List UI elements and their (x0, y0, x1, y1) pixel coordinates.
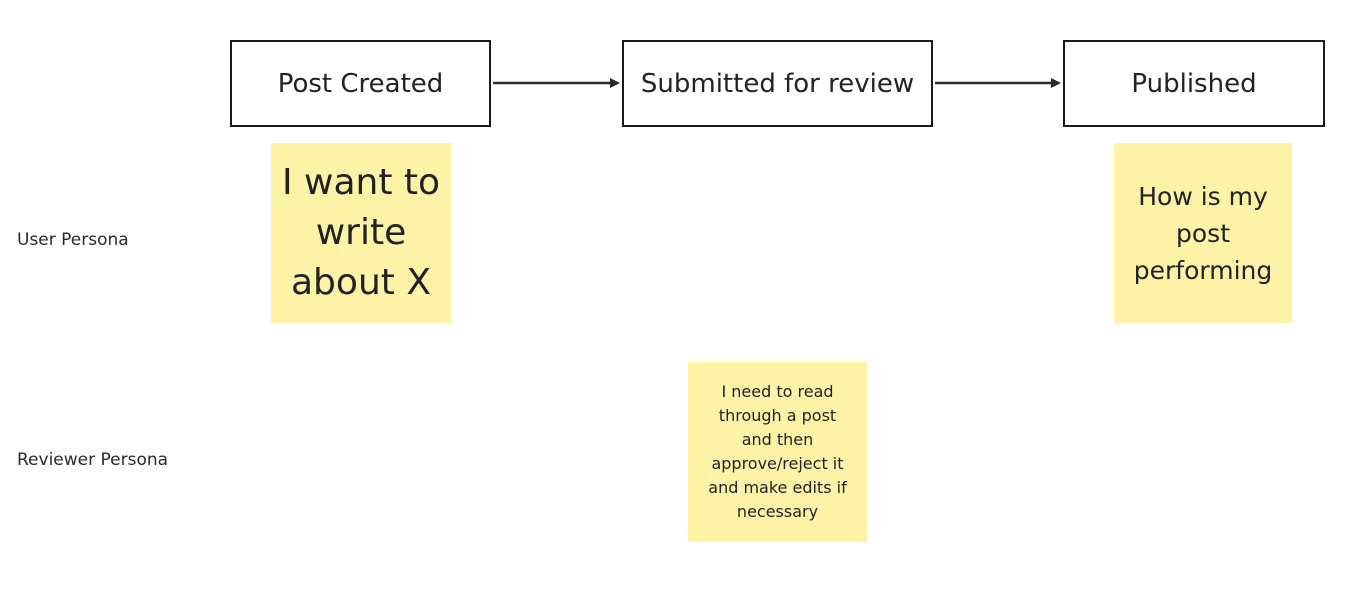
sticky-note-text: How is my post performing (1133, 181, 1273, 285)
sticky-note-text: I want to write about X (281, 162, 441, 303)
stage-label: Post Created (277, 68, 444, 99)
sticky-note-user-published[interactable]: How is my post performing (1114, 143, 1292, 323)
stage-published[interactable]: Published (1063, 40, 1325, 127)
stage-label: Submitted for review (640, 68, 915, 99)
stage-post-created[interactable]: Post Created (230, 40, 491, 127)
sticky-note-user-create[interactable]: I want to write about X (271, 143, 451, 323)
sticky-note-text: I need to read through a post and then a… (708, 382, 847, 521)
lane-label-reviewer-persona: Reviewer Persona (17, 450, 169, 470)
sticky-note-reviewer-review[interactable]: I need to read through a post and then a… (688, 362, 867, 542)
stage-submitted-for-review[interactable]: Submitted for review (622, 40, 933, 127)
lane-label-user-persona: User Persona (17, 230, 129, 250)
stage-label: Published (1131, 68, 1257, 99)
